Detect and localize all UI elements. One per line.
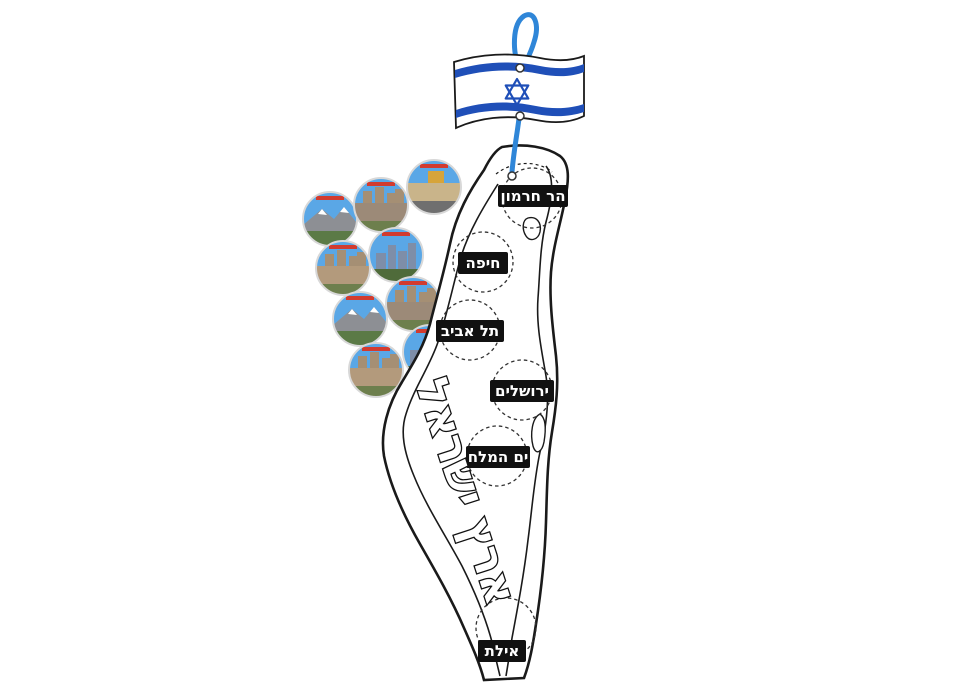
photo-sticker-skyline[interactable]: [368, 227, 424, 283]
place-labels: הר חרמון חיפה תל אביב ירושלים ים המלח אי…: [436, 185, 568, 662]
label-jerusalem: ירושלים: [490, 380, 554, 402]
label-hermon-text: הר חרמון: [500, 187, 565, 205]
star-of-david-icon: [504, 77, 530, 107]
flag-stripe-bottom: [456, 102, 584, 118]
sticker-slot-haifa[interactable]: [452, 231, 514, 293]
label-hermon: הר חרמון: [498, 185, 568, 207]
map-inner-line-east: [505, 165, 553, 677]
photo-sticker-old-city[interactable]: [348, 342, 404, 398]
map-silhouette: [381, 144, 570, 682]
flag-grommet-top: [515, 63, 525, 73]
photo-sticker-old-city[interactable]: [315, 240, 371, 296]
photo-sticker-city[interactable]: [353, 177, 409, 233]
flag-grommet-bottom: [515, 111, 525, 121]
label-deadsea-text: ים המלח: [468, 448, 529, 466]
photo-sticker-mountain[interactable]: [302, 191, 358, 258]
label-haifa-text: חיפה: [466, 254, 501, 272]
label-telaviv: תל אביב: [436, 320, 504, 342]
label-deadsea: ים המלח: [466, 446, 530, 468]
label-telaviv-text: תל אביב: [441, 322, 499, 340]
dead-sea-shape: [531, 413, 546, 453]
label-haifa: חיפה: [458, 252, 508, 274]
label-eilat: אילת: [478, 640, 526, 662]
map-grommet: [507, 171, 517, 181]
label-jerusalem-text: ירושלים: [495, 382, 549, 400]
israel-flag: [453, 53, 585, 181]
photo-sticker-western-wall[interactable]: [406, 159, 462, 215]
map-north-border: [495, 162, 553, 175]
label-eilat-text: אילת: [485, 642, 520, 660]
israel-map-board: הר חרמון חיפה תל אביב ירושלים ים המלח אי…: [381, 144, 570, 682]
